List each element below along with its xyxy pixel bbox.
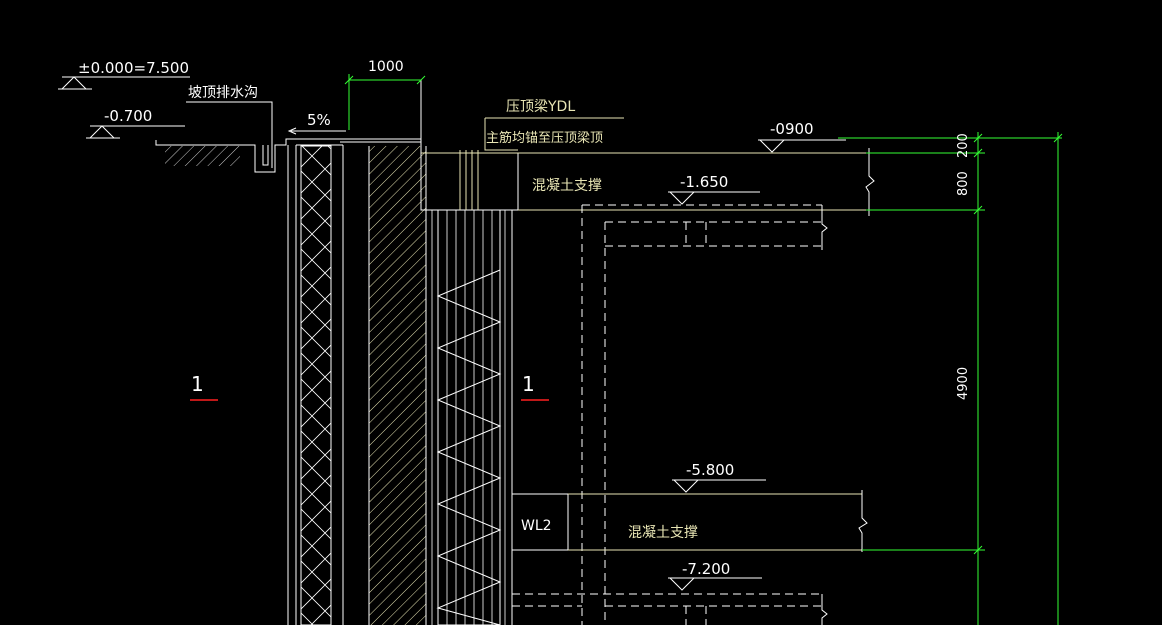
elev-marker-0900 bbox=[758, 139, 846, 153]
top-concrete-strut bbox=[421, 148, 875, 216]
ditch-leader bbox=[186, 101, 273, 168]
label-elev-5800: -5.800 bbox=[686, 461, 734, 479]
ground-surface bbox=[155, 138, 421, 173]
label-ground-datum: ±0.000=7.500 bbox=[78, 59, 189, 77]
dashed-outline-upper bbox=[581, 204, 822, 625]
lower-concrete-strut bbox=[511, 490, 868, 552]
label-dim-4900: 4900 bbox=[956, 367, 971, 400]
elev-marker-1650 bbox=[668, 191, 760, 205]
elev-marker-5800 bbox=[672, 479, 766, 493]
label-anchor-note: 主筋均锚至压顶梁顶 bbox=[486, 130, 603, 146]
label-dim-200: 200 bbox=[956, 133, 971, 158]
label-strut-low: 混凝土支撑 bbox=[628, 525, 698, 541]
label-width-1000: 1000 bbox=[368, 59, 404, 75]
label-crown-beam: 压顶梁YDL bbox=[506, 99, 575, 115]
label-section-left: 1 bbox=[191, 372, 204, 396]
zigzag-pile bbox=[431, 209, 513, 625]
label-elev-ditch: -0.700 bbox=[104, 107, 152, 125]
label-slope: 5% bbox=[307, 111, 331, 129]
label-elev-1650: -1.650 bbox=[680, 173, 728, 191]
dashed-outline-lower bbox=[512, 593, 822, 625]
slope-arrow bbox=[287, 127, 346, 135]
elev-marker-ditch bbox=[86, 125, 185, 139]
label-dim-800: 800 bbox=[956, 171, 971, 196]
soil-hatch bbox=[165, 146, 240, 166]
dimension-lines bbox=[344, 74, 1063, 625]
label-elev-top: -0900 bbox=[770, 120, 814, 138]
crown-beam-leader bbox=[459, 117, 624, 210]
label-section-right: 1 bbox=[522, 372, 535, 396]
elev-marker-7200 bbox=[668, 577, 762, 591]
label-wl2: WL2 bbox=[521, 518, 552, 534]
label-elev-7200: -7.200 bbox=[682, 560, 730, 578]
label-ditch: 坡顶排水沟 bbox=[188, 85, 258, 101]
hatched-wall-layer bbox=[368, 146, 427, 625]
retaining-pile-wall bbox=[287, 144, 344, 625]
label-strut-top: 混凝土支撑 bbox=[532, 178, 602, 194]
elev-marker-datum bbox=[58, 76, 190, 90]
